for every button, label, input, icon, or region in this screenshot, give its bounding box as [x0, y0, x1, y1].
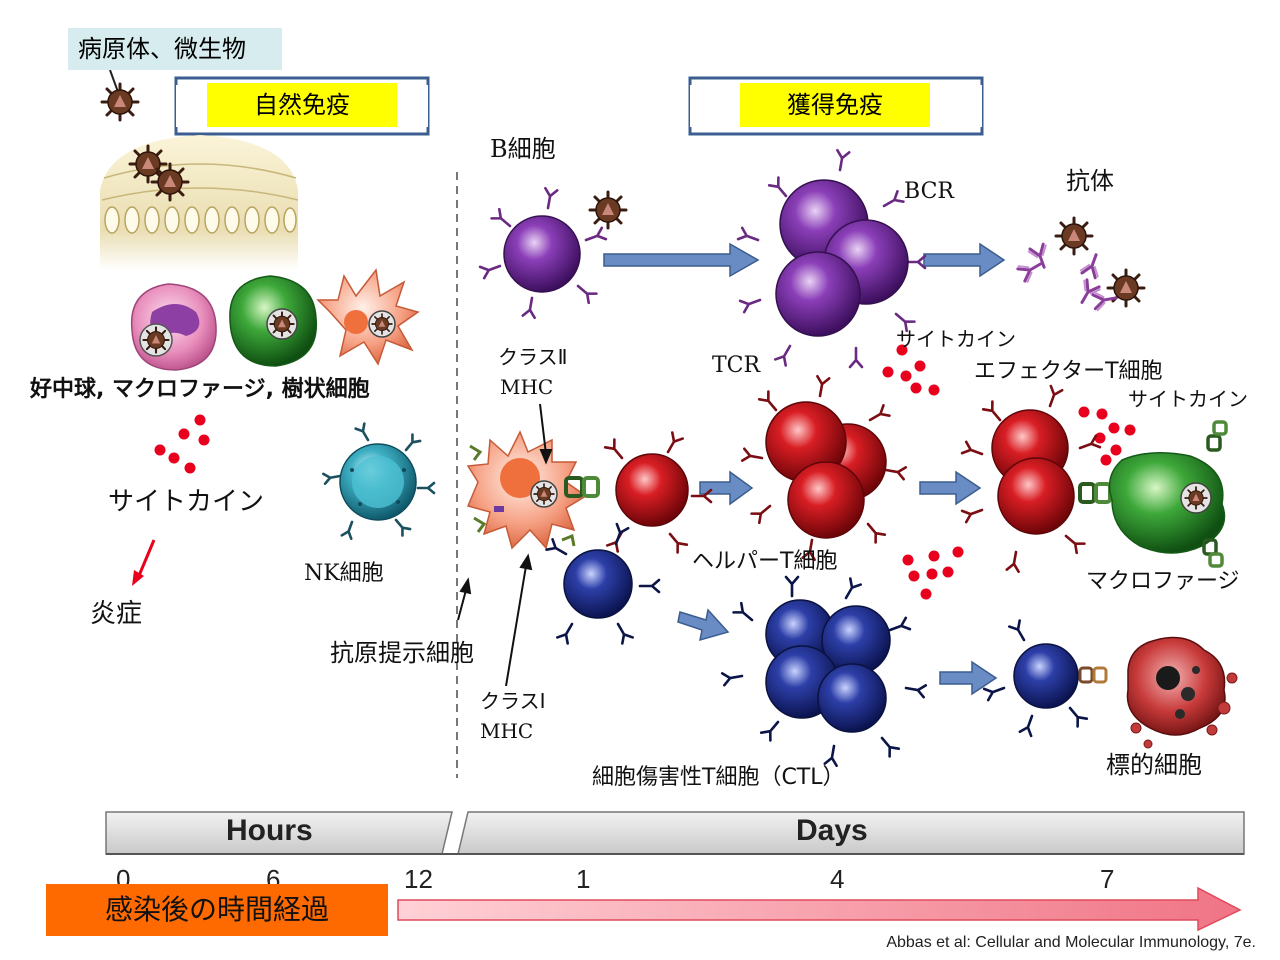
inflammation-arrow [132, 539, 156, 586]
antigen-presenting-cell [466, 430, 600, 550]
inflammation-label: 炎症 [90, 599, 143, 629]
macrophage-right-cell [1108, 420, 1228, 568]
hours-label: Hours [226, 814, 313, 847]
target-cell [1126, 636, 1238, 749]
class1-label: クラスⅠ [480, 689, 546, 713]
time-arrow [397, 886, 1242, 932]
time-axis-title: 感染後の時間経過 [46, 884, 388, 936]
ctl-cell-cluster [720, 575, 928, 768]
flow-arrows [603, 242, 1006, 696]
innate-immunity-title: 自然免疫 [207, 83, 397, 127]
dendritic-cell [316, 268, 420, 366]
cytokine-dots-right [1078, 406, 1136, 466]
class1-mhc-label: MHC [480, 719, 534, 743]
ctl-naive-cell [545, 522, 661, 645]
effector-ctl-cell [982, 619, 1108, 738]
nk-cell [322, 422, 436, 541]
cytokine-dots-lower [902, 546, 964, 600]
helper-t-label: ヘルパーT細胞 [692, 549, 838, 574]
antibodies [1015, 216, 1146, 313]
ctl-label: 細胞傷害性T細胞（CTL） [592, 765, 845, 790]
tick-7: 7 [1100, 864, 1115, 894]
bcr-label: BCR [904, 179, 954, 204]
class2-mhc-label: MHC [500, 375, 554, 399]
target-cell-label: 標的細胞 [1106, 751, 1202, 779]
tick-1: 1 [576, 864, 591, 894]
macrophage-label: マクロファージ [1086, 569, 1240, 594]
class2-label: クラスⅡ [498, 345, 568, 369]
tick-12: 12 [404, 864, 433, 894]
nk-cell-label: NK細胞 [304, 561, 384, 586]
adaptive-immunity-title: 獲得免疫 [740, 83, 930, 127]
cytokine-dots-mid [882, 344, 940, 396]
b-cell-label: B細胞 [490, 135, 556, 163]
tcr-label: TCR [712, 353, 761, 378]
cytokine-label-left: サイトカイン [108, 487, 265, 517]
b-cell-antigen-icon [588, 190, 628, 230]
cytokine-label-right: サイトカイン [1128, 387, 1248, 411]
pathogen-virus-icon [100, 82, 140, 122]
effector-t-label: エフェクターT細胞 [974, 359, 1163, 384]
helper-t-cell [603, 431, 713, 554]
b-cell [478, 186, 608, 320]
tick-4: 4 [830, 864, 845, 894]
pathogen-callout: 病原体、微生物 [68, 28, 282, 70]
helper-t-cell-cluster [740, 374, 908, 562]
neutrophil-cell [130, 283, 217, 371]
callout-pointer [109, 69, 119, 93]
effector-t-cells [960, 384, 1112, 574]
epithelium-illustration [100, 135, 299, 270]
innate-cells-label: 好中球, マクロファージ, 樹状細胞 [30, 377, 370, 402]
days-label: Days [796, 814, 868, 847]
mhc-pointer-arrows [457, 403, 645, 687]
macrophage-cell [229, 275, 318, 367]
antibody-label: 抗体 [1066, 167, 1114, 195]
cytokine-label-mid: サイトカイン [896, 327, 1016, 351]
apc-label: 抗原提示細胞 [330, 639, 474, 667]
plasma-b-cell-cluster [736, 148, 927, 369]
credit-text: Abbas et al: Cellular and Molecular Immu… [886, 934, 1256, 951]
timeline-bars [105, 811, 1245, 855]
cytokine-dots-left [154, 414, 210, 474]
